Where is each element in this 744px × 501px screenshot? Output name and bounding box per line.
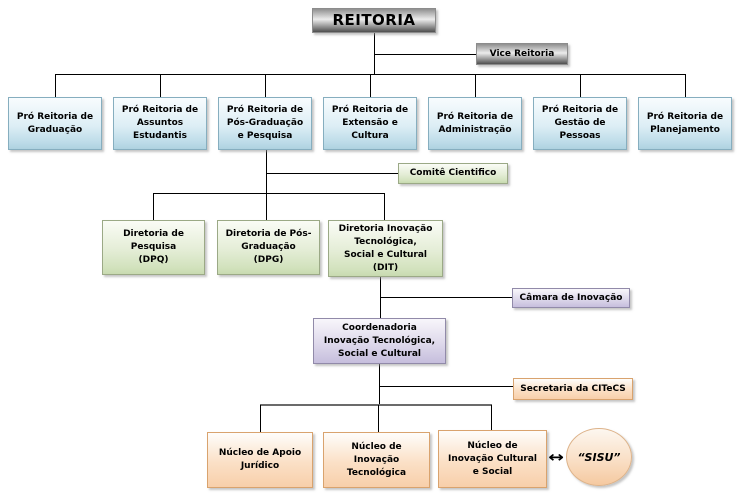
org-box-diretoria-pesquisa-dpq: Diretoria de Pesquisa (DPQ): [102, 220, 205, 275]
connector-stub: [370, 74, 371, 97]
reitoria-label: REITORIA: [332, 11, 416, 29]
org-box-diretoria-pos-graduacao-dpg: Diretoria de Pós- Graduação (DPG): [217, 220, 320, 275]
connector-stub: [475, 74, 476, 97]
box-label: Pró Reitoria de Graduação: [16, 111, 94, 135]
box-label: Secretaria da CITeCS: [520, 383, 626, 394]
connector-secretaria: [379, 386, 513, 387]
box-label: Comitê Cientifico: [409, 168, 497, 178]
connector-stub: [55, 74, 56, 97]
org-box-pro-reitoria-assuntos-estudantis: Pró Reitoria de Assuntos Estudantis: [113, 97, 207, 150]
org-box-comite-cientifico: Comitê Cientifico: [398, 163, 508, 184]
connector-camara: [380, 297, 512, 298]
org-box-vice-reitoria: Vice Reitoria: [476, 43, 568, 65]
box-label: Núcleo de Apoio Jurídico: [218, 448, 302, 471]
connector-coordenadoria-spine: [379, 364, 380, 405]
org-box-nucleo-inovacao-tecnologica: Núcleo de Inovação Tecnológica: [323, 432, 430, 488]
box-label: Núcleo de Inovação Tecnológica: [346, 441, 407, 478]
connector-nucleo-branch: [260, 404, 492, 406]
connector-pos-graduacao-spine: [266, 150, 267, 220]
connector-stub: [491, 405, 492, 432]
connector-vice-reitoria: [374, 54, 476, 55]
connector-stub: [685, 74, 686, 97]
box-label: Câmara de Inovação: [519, 292, 623, 303]
connector-stub: [265, 74, 266, 97]
box-label: Pró Reitoria de Pós-Graduação e Pesquisa: [226, 105, 304, 141]
double-arrow-icon: ↔: [548, 448, 564, 466]
box-label: Núcleo de Inovação Cultural e Social: [447, 440, 537, 477]
connector-reitoria-trunk: [374, 33, 375, 74]
connector-stub: [260, 405, 261, 432]
box-label: Diretoria Inovação Tecnológica, Social e…: [338, 223, 433, 273]
connector-stub: [378, 405, 379, 432]
connector-stub: [384, 193, 385, 220]
org-box-secretaria-citecs: Secretaria da CITeCS: [513, 378, 633, 400]
org-box-pro-reitoria-extensao-cultura: Pró Reitoria de Extensão e Cultura: [323, 97, 417, 150]
org-box-nucleo-inovacao-cultural-social: Núcleo de Inovação Cultural e Social: [438, 430, 547, 488]
box-label: Pró Reitoria de Extensão e Cultura: [331, 105, 409, 141]
box-label: Diretoria de Pós- Graduação (DPG): [225, 229, 312, 265]
box-label: Pró Reitoria de Assuntos Estudantis: [121, 105, 199, 141]
connector-stub: [580, 74, 581, 97]
box-label: Pró Reitoria de Planejamento: [646, 111, 724, 135]
org-box-camara-inovacao: Câmara de Inovação: [512, 288, 630, 308]
connector-comite: [266, 173, 398, 174]
box-label: Pró Reitoria de Administração: [436, 111, 514, 135]
org-node-sisu: “SISU”: [566, 428, 632, 486]
vice-reitoria-label: Vice Reitoria: [489, 48, 555, 59]
org-box-diretoria-inovacao-dit: Diretoria Inovação Tecnológica, Social e…: [328, 220, 443, 277]
connector-stub: [153, 193, 154, 220]
org-box-reitoria: REITORIA: [312, 8, 436, 33]
org-box-pro-reitoria-gestao-pessoas: Pró Reitoria de Gestão de Pessoas: [533, 97, 627, 150]
connector-stub: [160, 74, 161, 97]
org-box-nucleo-apoio-juridico: Núcleo de Apoio Jurídico: [207, 432, 313, 488]
org-box-pro-reitoria-pos-graduacao-pesquisa: Pró Reitoria de Pós-Graduação e Pesquisa: [218, 97, 312, 150]
box-label: Diretoria de Pesquisa (DPQ): [123, 229, 184, 265]
org-box-pro-reitoria-planejamento: Pró Reitoria de Planejamento: [638, 97, 732, 150]
box-label: Pró Reitoria de Gestão de Pessoas: [541, 105, 619, 141]
org-box-pro-reitoria-administracao: Pró Reitoria de Administração: [428, 97, 522, 150]
box-label: Coordenadoria Inovação Tecnológica, Soci…: [323, 322, 436, 359]
connector-diretoria-branch: [153, 193, 384, 194]
org-box-coordenadoria-citecs: Coordenadoria Inovação Tecnológica, Soci…: [313, 318, 446, 364]
sisu-label: “SISU”: [577, 450, 621, 464]
org-box-pro-reitoria-graduacao: Pró Reitoria de Graduação: [8, 97, 102, 150]
